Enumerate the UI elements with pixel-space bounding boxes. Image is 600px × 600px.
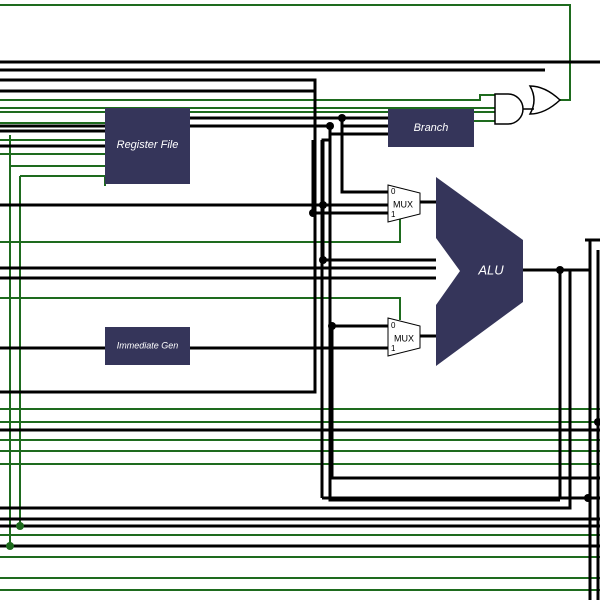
register-file-label: Register File <box>117 139 179 151</box>
or-gate <box>523 85 562 115</box>
alu-label: ALU <box>477 262 504 277</box>
junction-dots <box>6 114 600 550</box>
upper-mux: 0 1 MUX <box>387 184 421 223</box>
data-wires <box>0 60 600 600</box>
immediate-gen-label: Immediate Gen <box>117 340 179 350</box>
lower-mux-select0: 0 <box>391 321 396 330</box>
control-wires <box>0 4 600 591</box>
immediate-gen-block: Immediate Gen <box>105 327 190 365</box>
lower-mux-select1: 1 <box>391 344 396 353</box>
branch-block: Branch <box>388 109 474 147</box>
branch-label: Branch <box>414 122 449 134</box>
upper-mux-label: MUX <box>393 199 413 209</box>
alu-block: ALU <box>436 177 523 366</box>
lower-mux-label: MUX <box>394 333 414 343</box>
upper-mux-select0: 0 <box>391 187 396 196</box>
upper-mux-select1: 1 <box>391 210 396 219</box>
and-gate <box>494 93 524 125</box>
register-file-block: Register File <box>105 108 190 184</box>
lower-mux: 0 1 MUX <box>387 317 421 357</box>
